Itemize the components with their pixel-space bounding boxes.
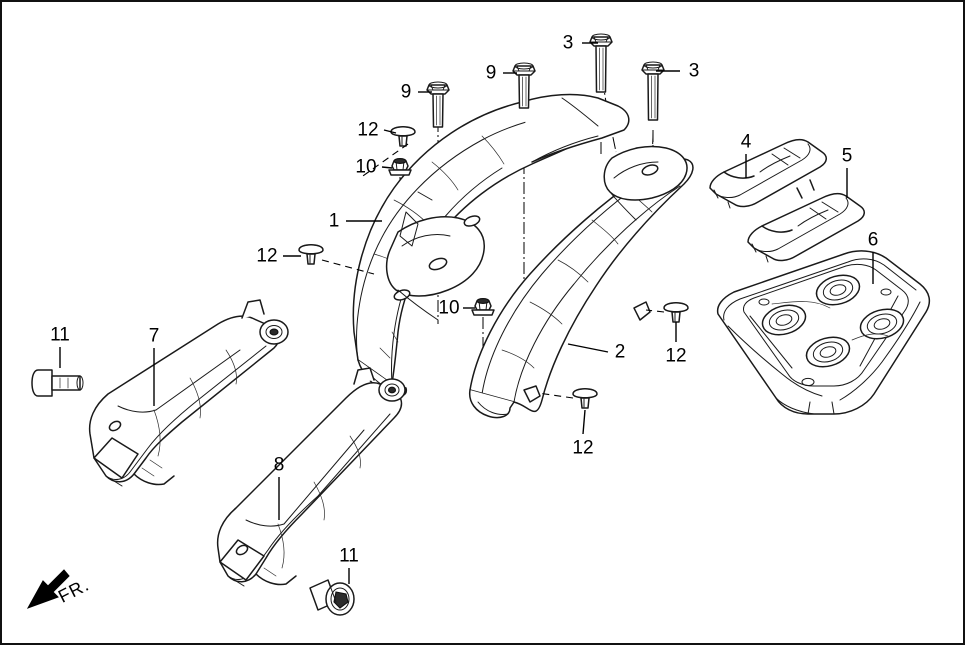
fastener-11-bolt-head [309, 579, 355, 616]
callout-11-lower: 11 [339, 545, 359, 567]
fastener-9-bolt-a [426, 81, 450, 128]
callout-6: 6 [867, 229, 879, 251]
part-5-footrest-pad [747, 192, 865, 263]
callout-9-right: 9 [485, 62, 497, 84]
part-8-footrest-bracket [216, 367, 406, 587]
callout-12-upper: 12 [357, 119, 379, 141]
part-6-carrier-pad [716, 250, 931, 415]
clip-connector-lines [321, 143, 665, 399]
fastener-10-nut-a [388, 157, 412, 176]
part-2-grab-rail-right [468, 145, 694, 419]
part-1-grab-rail-left [352, 93, 630, 397]
fastener-12-rivet-d [572, 388, 598, 409]
callout-4: 4 [740, 131, 752, 153]
leader-lines [59, 42, 874, 584]
fastener-12-rivet-c [663, 302, 689, 323]
fastener-10-nut-b [471, 297, 495, 316]
callout-2: 2 [614, 341, 626, 363]
callout-5: 5 [841, 145, 853, 167]
fastener-12-rivet-a [390, 126, 416, 147]
fastener-12-rivet-b [298, 244, 324, 265]
callout-3-left: 3 [562, 32, 574, 54]
part-4-footrest-pad [709, 138, 827, 209]
callout-12-right: 12 [665, 345, 687, 367]
part-7-footrest-bracket [88, 299, 289, 487]
fastener-11-bolt-side [31, 369, 84, 397]
callout-1: 1 [328, 210, 340, 232]
callout-10-upper: 10 [355, 156, 377, 178]
callout-12-left: 12 [256, 245, 278, 267]
callout-8: 8 [273, 454, 285, 476]
callout-9-left: 9 [400, 81, 412, 103]
callout-12-lower: 12 [572, 437, 594, 459]
callout-11-upper: 11 [50, 324, 70, 346]
callout-3-right: 3 [688, 60, 700, 82]
callout-10-lower: 10 [438, 297, 460, 319]
front-direction-arrow [26, 569, 70, 609]
callout-7: 7 [148, 325, 160, 347]
